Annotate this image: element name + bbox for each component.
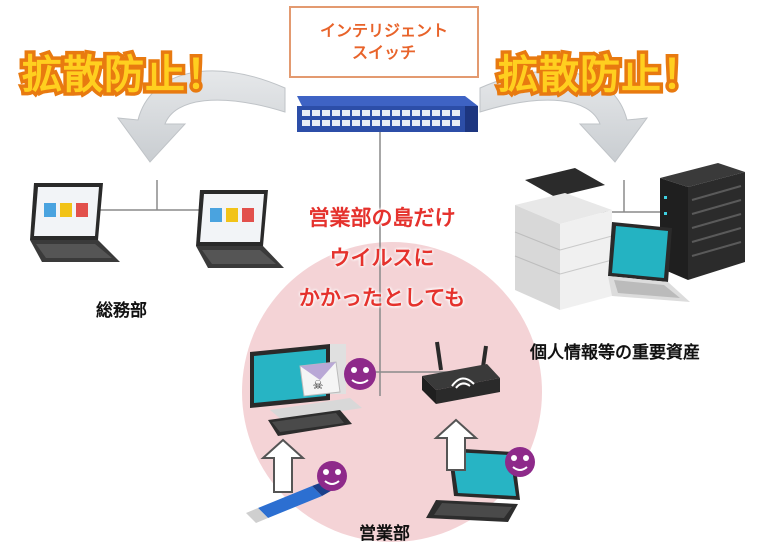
virus-icon	[317, 461, 347, 491]
block-arrow-left	[116, 70, 286, 163]
block-arrow-right	[479, 70, 649, 163]
router-icon	[422, 341, 500, 404]
callout-line3: かかったとしても	[298, 286, 466, 310]
laptop-icon	[30, 183, 120, 262]
server-rack-icon	[660, 163, 745, 280]
banner-right: 拡散防止！	[495, 49, 706, 102]
virus-icon	[505, 447, 535, 477]
printer-icon	[514, 168, 613, 310]
label-sales: 営業部	[359, 524, 410, 544]
switch-label-box: インテリジェント スイッチ	[289, 6, 479, 78]
up-arrow-icon	[433, 418, 479, 471]
label-important-assets: 個人情報等の重要資産	[530, 343, 700, 363]
switch-label-line1: インテリジェント	[319, 21, 448, 40]
callout-line1: 営業部の島だけ	[308, 206, 456, 230]
switch-label-line2: スイッチ	[351, 43, 416, 62]
up-arrow-icon	[260, 438, 306, 493]
switch-icon	[297, 96, 478, 132]
laptop-icon	[196, 190, 284, 268]
virus-icon	[344, 358, 376, 390]
laptop-icon	[608, 222, 690, 302]
callout-line2: ウイルスに	[329, 246, 435, 270]
label-general-affairs: 総務部	[96, 301, 147, 321]
banner-left: 拡散防止！	[19, 49, 230, 102]
svg-text:☠: ☠	[313, 378, 324, 392]
mail-skull-icon: ☠	[299, 361, 341, 397]
